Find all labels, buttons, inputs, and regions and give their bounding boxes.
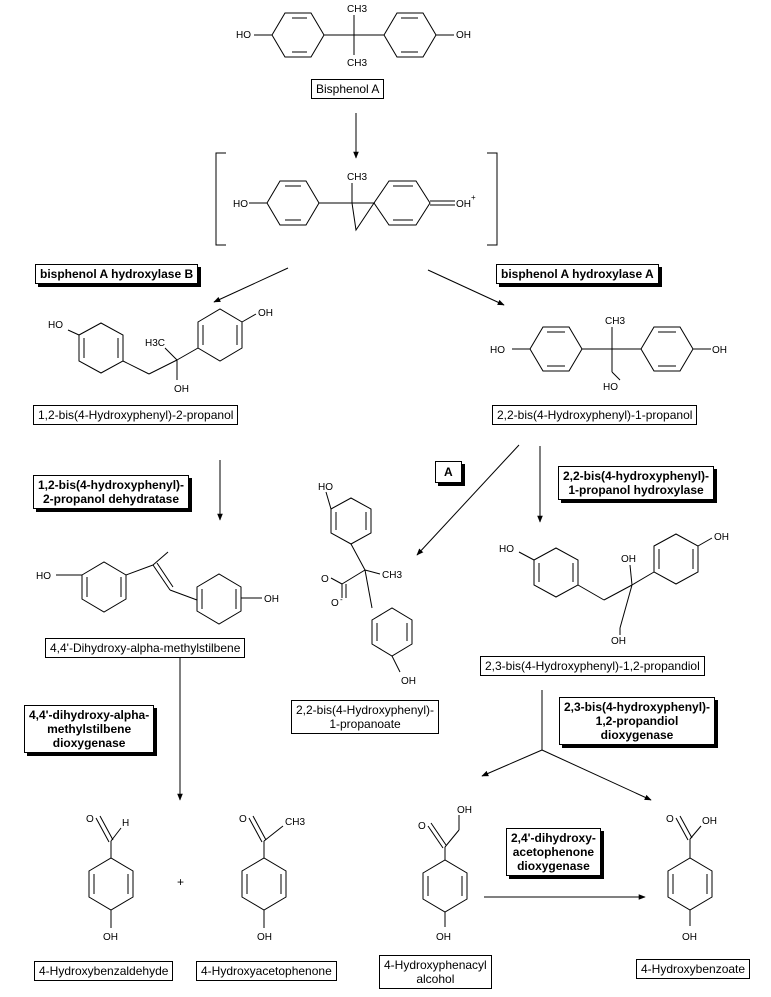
atom-ch3: CH3 — [382, 570, 402, 581]
charge-minus: - — [340, 595, 343, 604]
enzyme-box-a: A — [435, 461, 462, 483]
enzyme-box-acetophenone-dioxygenase: 2,4'-dihydroxy- acetophenone dioxygenase — [506, 828, 601, 876]
enzyme-label-line: dioxygenase — [517, 859, 590, 873]
atom-o-minus: O — [331, 598, 339, 609]
benzoate-structure: O OH OH — [666, 814, 717, 943]
compound-label-propandiol: 2,3-bis(4-Hydroxyphenyl)-1,2-propandiol — [480, 656, 705, 676]
acetophenone-structure: O CH3 OH — [239, 814, 305, 943]
atom-oh: OH — [258, 308, 273, 319]
arrow — [213, 267, 289, 303]
compound-label-phenacyl-alcohol: 4-Hydroxyphenacyl alcohol — [379, 955, 492, 989]
atom-oh: OH — [401, 676, 416, 687]
enzyme-box-propanol-hydroxylase: 2,2-bis(4-hydroxyphenyl)- 1-propanol hyd… — [558, 466, 715, 500]
enzyme-label-line: 1-propanol hydroxylase — [568, 483, 704, 497]
enzyme-label-line: dioxygenase — [600, 728, 674, 742]
atom-oh-plus: OH — [456, 199, 471, 210]
benzaldehyde-structure: O H OH — [86, 814, 134, 943]
enzyme-label-line: 2,4'-dihydroxy- — [511, 831, 596, 845]
atom-oh: OH — [174, 384, 189, 395]
atom-ch3: CH3 — [347, 58, 367, 69]
atom-o: O — [239, 814, 247, 825]
compound-label-benzoate: 4-Hydroxybenzoate — [636, 959, 751, 979]
atom-ho: HO — [490, 345, 505, 356]
enzyme-label-line: 2-propanol dehydratase — [43, 492, 180, 506]
compound-label-stilbene: 4,4'-Dihydroxy-alpha-methylstilbene — [45, 638, 246, 658]
atom-oh: OH — [611, 636, 626, 647]
atom-ho: HO — [603, 382, 618, 393]
phenacyl-alcohol-structure: O OH OH — [418, 805, 472, 943]
enzyme-label-line: methylstilbene — [47, 722, 132, 736]
atom-oh: OH — [702, 816, 717, 827]
atom-ho: HO — [233, 199, 248, 210]
enzyme-label-line: 2,3-bis(4-hydroxyphenyl)- — [564, 700, 711, 714]
atom-oh: OH — [264, 594, 279, 605]
enzyme-label-line: 1,2-bis(4-hydroxyphenyl)- — [38, 478, 185, 492]
atom-oh: OH — [457, 805, 472, 816]
atom-ho: HO — [236, 30, 251, 41]
atom-o: O — [86, 814, 94, 825]
charge-plus: + — [471, 193, 476, 202]
atom-o: O — [666, 814, 674, 825]
enzyme-label-line: 4,4'-dihydroxy-alpha- — [29, 708, 150, 722]
atom-ch3: CH3 — [347, 4, 367, 15]
atom-oh: OH — [103, 932, 118, 943]
enzyme-box-dehydratase: 1,2-bis(4-hydroxyphenyl)- 2-propanol deh… — [33, 475, 190, 509]
compound-label-line: 4-Hydroxyphenacyl — [384, 958, 487, 972]
bis-2-propanol-structure: HO OH H3C OH — [48, 308, 273, 395]
atom-oh: OH — [257, 932, 272, 943]
compound-label-benzaldehyde: 4-Hydroxybenzaldehyde — [34, 961, 174, 981]
enzyme-box-propandiol-dioxygenase: 2,3-bis(4-hydroxyphenyl)- 1,2-propandiol… — [559, 697, 716, 745]
atom-ho: HO — [36, 571, 51, 582]
stilbene-structure: HO OH — [36, 551, 279, 625]
atom-ch3: CH3 — [605, 316, 625, 327]
atom-oh: OH — [714, 532, 729, 543]
arrow — [416, 444, 520, 556]
compound-label-line: 2,2-bis(4-Hydroxyphenyl)- — [296, 703, 435, 717]
atom-ho: HO — [499, 544, 514, 555]
plus-sign: + — [177, 875, 184, 889]
propandiol-structure: HO OH OH OH — [499, 532, 729, 647]
compound-label-line: 1-propanoate — [329, 717, 401, 731]
compound-label-bisphenol-a: Bisphenol A — [311, 79, 385, 99]
intermediate-structure: HO OH + CH3 — [215, 152, 498, 246]
compound-label-acetophenone: 4-Hydroxyacetophenone — [196, 961, 337, 981]
enzyme-label-line: 1,2-propandiol — [595, 714, 679, 728]
atom-oh: OH — [621, 554, 636, 565]
arrow — [427, 269, 505, 306]
atom-ch3: CH3 — [347, 172, 367, 183]
bis-1-propanol-structure: HO OH CH3 HO — [490, 316, 727, 393]
enzyme-box-hydroxylase-a: bisphenol A hydroxylase A — [496, 264, 659, 284]
atom-oh: OH — [712, 345, 727, 356]
enzyme-box-stilbene-dioxygenase: 4,4'-dihydroxy-alpha- methylstilbene dio… — [24, 705, 155, 753]
compound-label-line: alcohol — [416, 972, 455, 986]
compound-label-bis-1-propanol: 2,2-bis(4-Hydroxyphenyl)-1-propanol — [492, 405, 698, 425]
atom-h3c: H3C — [145, 338, 165, 349]
arrow — [541, 749, 652, 801]
atom-o: O — [321, 574, 329, 585]
enzyme-label-line: acetophenone — [512, 845, 595, 859]
atom-o: O — [418, 821, 426, 832]
enzyme-label-line: 2,2-bis(4-hydroxyphenyl)- — [563, 469, 710, 483]
atom-ho: HO — [48, 320, 63, 331]
atom-ch3: CH3 — [285, 817, 305, 828]
arrow — [481, 749, 543, 777]
enzyme-label-line: dioxygenase — [52, 736, 126, 750]
enzyme-box-hydroxylase-b: bisphenol A hydroxylase B — [35, 264, 199, 284]
atom-oh: OH — [682, 932, 697, 943]
bisphenol-a-structure: HO OH CH3 CH3 — [236, 4, 471, 69]
atom-oh: OH — [436, 932, 451, 943]
compound-label-propanoate: 2,2-bis(4-Hydroxyphenyl)- 1-propanoate — [291, 700, 440, 734]
propanoate-structure: HO CH3 O O - OH — [318, 482, 416, 687]
atom-h: H — [122, 818, 129, 829]
atom-oh: OH — [456, 30, 471, 41]
compound-label-bis-2-propanol: 1,2-bis(4-Hydroxyphenyl)-2-propanol — [33, 405, 239, 425]
atom-ho: HO — [318, 482, 333, 493]
